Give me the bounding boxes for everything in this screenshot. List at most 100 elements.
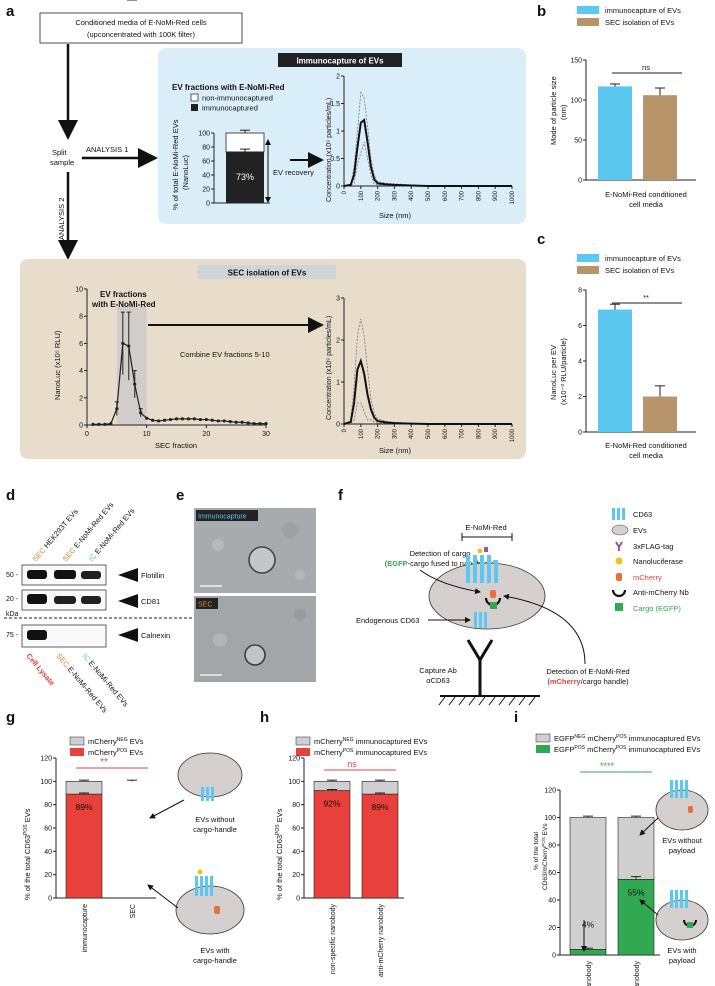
sec-point [222,419,226,423]
a_nta1-x-tick-label: 600 [443,190,449,201]
ev-without-handle [177,752,243,798]
g-ev-without-1: EVs without [195,815,236,824]
f-legend-mcherry: mCherry [633,573,662,582]
i-bar-neg [569,817,607,950]
immuno-ylabel-2: (NanoLuc) [181,154,190,190]
sec-point [252,422,256,426]
immuno-panel-bg [158,48,526,224]
sec-y-tick-label: 6 [79,341,83,348]
h-bar-neg [361,781,399,795]
g-arrow-2 [147,884,179,909]
nanoluciferase-icon [615,557,623,565]
g-y-tick-label: 60 [44,826,52,833]
a_nta1-x-tick-label: 500 [426,190,432,201]
d-lane-top-3: IC E-NoMi-Red EVs [87,506,137,563]
cd63-icon [670,780,688,798]
a_nta2-y-tick-label: 1 [336,380,340,387]
em-texture [294,609,306,621]
sec-x-tick-label: 30 [262,431,270,438]
g-percent-label: 89% [75,802,92,812]
a_nta2-x-tick-label: 700 [460,428,466,439]
c-xlabel-1: E-NoMi-Red conditioned [605,441,687,450]
g-ev-without-2: cargo-handle [193,825,237,834]
g-y-tick-label: 40 [44,849,52,856]
nta1-ylabel: Concentration (x10⁹ particles/mL) [326,98,333,202]
sec-y-tick-label: 4 [79,368,83,375]
em-tag-bottom: SEC [198,602,212,609]
h-legend-neg: mCherryNEG immunocaptured EVs [314,737,428,746]
g-y-tick-label: 100 [40,779,52,786]
a-bar-y-tick-label: 100 [198,131,210,138]
panel-letter-f: f [338,487,344,504]
a-bar-y-tick-label: 20 [202,187,210,194]
a_nta2-x-tick-label: 400 [409,428,415,439]
i-ylabel-1: % of the total [533,832,540,870]
a_nta2-x-tick-label: 1000 [510,428,516,442]
h-legend-pos: mCherryPOS immunocaptured EVs [314,748,427,757]
mcherry-icon [688,806,693,813]
combine-label: Combine EV fractions 5-10 [180,350,270,359]
sec-fractions-1: EV fractions [100,290,147,299]
sec-point [109,422,113,426]
c-legend-swatch-1 [577,254,599,262]
i-ev-with-2: payload [669,956,695,965]
legend-swatch-imm [191,104,198,111]
a_nta1-x-tick-label: 300 [392,190,398,201]
ev-icon [611,524,629,536]
flag-tag-icon [484,547,488,552]
sec-point [133,382,137,386]
immuno-header-bg [278,53,402,67]
h-sig: ns [347,759,357,769]
g-y-tick-label: 120 [40,756,52,763]
sec-xlabel: SEC fraction [155,441,197,450]
capture-antibody-icon [466,639,494,695]
f-legend-flag: 3xFLAG-tag [633,542,673,551]
c-xlabel-2: cell media [629,451,664,460]
mcherry-icon [616,573,622,581]
bar-immunocaptured [226,151,264,203]
b-y-tick-label: 100 [570,98,582,105]
sec-y-tick-label: 2 [79,395,83,402]
c-y-tick-label: 0 [578,430,582,437]
arrowhead-icon [118,628,138,642]
nta1-xlabel: Size (nm) [379,211,412,220]
i-legend-swatch-pos [536,745,550,753]
endogenous-cd63-icon [474,612,487,628]
panel-letter-g: g [6,709,15,726]
h-percent-label: 89% [371,802,388,812]
a_nta2-x-tick-label: 600 [443,428,449,439]
i-bar-pos [617,879,655,956]
b-xlabel-2: cell media [629,200,664,209]
b-legend-swatch-2 [577,18,599,26]
em-tag-bg [196,598,218,609]
a_nta2-y-tick-label: 2 [336,338,340,345]
i-percent-label: 4% [582,920,595,930]
legend-imm: immunocaptured [202,104,258,113]
sec-point [228,420,232,424]
c-legend-swatch-2 [577,266,599,274]
mcherry-icon [214,906,220,914]
source-line-1: Conditioned media of E-NoMi-Red cells [75,18,207,27]
f-legend-cargo: Cargo (EGFP) [633,604,681,613]
immuno-subtitle: EV fractions with E-NoMi-Red [172,83,285,92]
f-legend-cd63: CD63 [633,510,652,519]
nanoluciferase-icon [477,548,483,554]
d-mw-75: 75 - [6,632,19,639]
panel-letter-e: e [176,487,184,504]
sec-point [264,422,268,426]
i-y-tick-label: 80 [548,843,556,850]
analysis-2-label: ANALYSIS 2 [57,198,66,240]
a_nta1-y-tick-label: 1.5 [330,101,340,108]
c-sig: ** [643,293,649,302]
sec-point [97,422,101,426]
nta-mean-line [343,118,512,187]
h-bar-pos [313,790,351,899]
h-legend-swatch-pos [296,748,310,756]
d-lane-bottom-3: IC E-NoMi-Red EVs [80,652,130,709]
i-ev-without-1: EVs without [662,836,703,845]
sec-point [186,417,191,421]
